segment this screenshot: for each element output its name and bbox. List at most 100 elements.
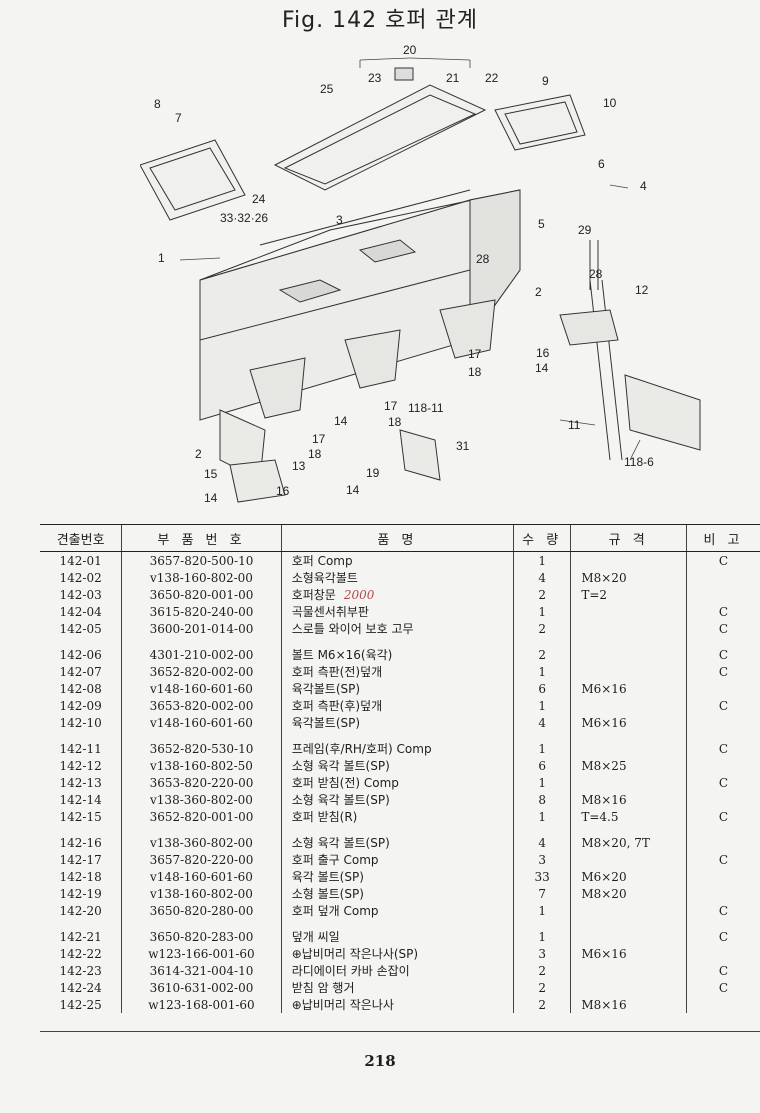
ref-no-cell-text: 142-24	[59, 980, 102, 995]
quantity-cell-text: 6	[538, 758, 546, 773]
part-name-cell: 라디에이터 카바 손잡이	[280, 962, 514, 979]
ref-no-cell-text: 142-02	[59, 570, 102, 585]
remarks-cell: C	[685, 697, 760, 714]
spec-cell-text: T=2	[581, 587, 608, 602]
ref-no-cell-text: 142-25	[59, 997, 102, 1012]
part-number-cell: 3614-321-004-10	[121, 962, 282, 979]
remarks-cell: C	[685, 603, 760, 620]
part-name-cell: 소형 볼트(SP)	[280, 885, 514, 902]
spec-cell	[570, 919, 687, 945]
callout-label: 17	[312, 432, 326, 446]
quantity-cell: 6	[513, 680, 571, 697]
part-number-cell-text: 3652-820-002-00	[149, 664, 254, 679]
ref-no-cell-text: 142-13	[59, 775, 102, 790]
quantity-cell: 1	[513, 731, 571, 757]
part-number-cell-text: 3600-201-014-00	[149, 621, 254, 636]
remarks-cell	[685, 885, 760, 902]
callout-label: 16	[536, 346, 550, 360]
ref-no-cell: 142-23	[40, 962, 122, 979]
callout-label: 21	[446, 71, 460, 85]
ref-no-cell: 142-20	[40, 902, 122, 919]
callout-label: 3	[336, 213, 343, 227]
spec-cell-text: T=4.5	[581, 809, 619, 824]
callout-label: 25	[320, 82, 334, 96]
quantity-cell-text: 1	[538, 604, 546, 619]
ref-no-cell-text: 142-03	[59, 587, 102, 602]
part-number-cell-text: 3650-820-283-00	[149, 929, 254, 944]
callout-label: 31	[456, 439, 470, 453]
part-number-cell: v138-360-802-00	[121, 791, 282, 808]
part-name-cell-text: 호퍼 덮개 Comp	[291, 904, 379, 918]
spec-cell-text: M8×20	[581, 570, 627, 585]
part-number-cell: 3652-820-002-00	[121, 663, 282, 680]
part-name-cell-text: 호퍼 측판(전)덮개	[291, 665, 383, 679]
part-name-cell-text: 스로틀 와이어 보호 고무	[291, 622, 414, 636]
part-name-cell-text: 육각볼트(SP)	[291, 716, 361, 730]
spec-cell	[570, 979, 687, 996]
header-spec: 규 격	[570, 524, 687, 552]
part-number-cell-text: w123-166-001-60	[148, 946, 255, 961]
quantity-cell-text: 1	[538, 698, 546, 713]
spec-cell	[570, 731, 687, 757]
quantity-cell: 1	[513, 551, 571, 569]
part-name-cell-text: 호퍼 Comp	[291, 554, 353, 568]
remarks-cell-text: C	[718, 980, 729, 995]
remarks-cell	[685, 945, 760, 962]
remarks-cell-text: C	[718, 852, 729, 867]
callout-label: 14	[346, 483, 360, 497]
ref-no-cell-text: 142-21	[59, 929, 102, 944]
ref-no-cell-text: 142-19	[59, 886, 102, 901]
ref-no-cell: 142-12	[40, 757, 122, 774]
remarks-cell-text: C	[718, 741, 729, 756]
spec-cell-text: M8×16	[581, 792, 627, 807]
part-number-cell: v148-160-601-60	[121, 868, 282, 885]
remarks-cell: C	[685, 663, 760, 680]
quantity-cell: 1	[513, 902, 571, 919]
ref-no-cell: 142-04	[40, 603, 122, 620]
quantity-cell: 4	[513, 569, 571, 586]
ref-no-cell-text: 142-16	[59, 835, 102, 850]
ref-no-cell-text: 142-04	[59, 604, 102, 619]
part-number-cell: 3600-201-014-00	[121, 620, 282, 637]
quantity-cell-text: 3	[538, 852, 546, 867]
remarks-cell: C	[685, 979, 760, 996]
quantity-cell: 4	[513, 714, 571, 731]
callout-label: 6	[598, 157, 605, 171]
part-name-cell: 육각 볼트(SP)	[280, 868, 514, 885]
part-name-cell: 육각볼트(SP)	[280, 714, 514, 731]
part-name-cell-text: 라디에이터 카바 손잡이	[291, 964, 410, 978]
callout-label: 28	[476, 252, 490, 266]
part-number-cell-text: 3652-820-001-00	[149, 809, 254, 824]
callout-label: 2	[195, 447, 202, 461]
remarks-cell-text: C	[718, 621, 729, 636]
quantity-cell: 2	[513, 637, 571, 663]
quantity-cell: 7	[513, 885, 571, 902]
quantity-cell: 33	[513, 868, 571, 885]
left-side-cover	[139, 139, 246, 221]
callout-label: 12	[635, 283, 649, 297]
remarks-cell: C	[685, 551, 760, 569]
part-name-cell: 볼트 M6×16(육각)	[280, 637, 514, 663]
ref-no-cell: 142-14	[40, 791, 122, 808]
part-name-cell-text: 소형 볼트(SP)	[291, 887, 364, 901]
ref-no-cell-text: 142-05	[59, 621, 102, 636]
ref-no-cell: 142-03	[40, 586, 122, 603]
ref-no-cell-text: 142-12	[59, 758, 102, 773]
spec-cell	[570, 663, 687, 680]
remarks-cell: C	[685, 774, 760, 791]
remarks-cell-text: C	[718, 963, 729, 978]
quantity-cell-text: 1	[538, 664, 546, 679]
remarks-cell-text: C	[718, 809, 729, 824]
part-name-cell: 소형 육각 볼트(SP)	[280, 825, 514, 851]
callout-label: 19	[366, 466, 380, 480]
ref-no-cell: 142-11	[40, 731, 122, 757]
part-number-cell: 3652-820-530-10	[121, 731, 282, 757]
